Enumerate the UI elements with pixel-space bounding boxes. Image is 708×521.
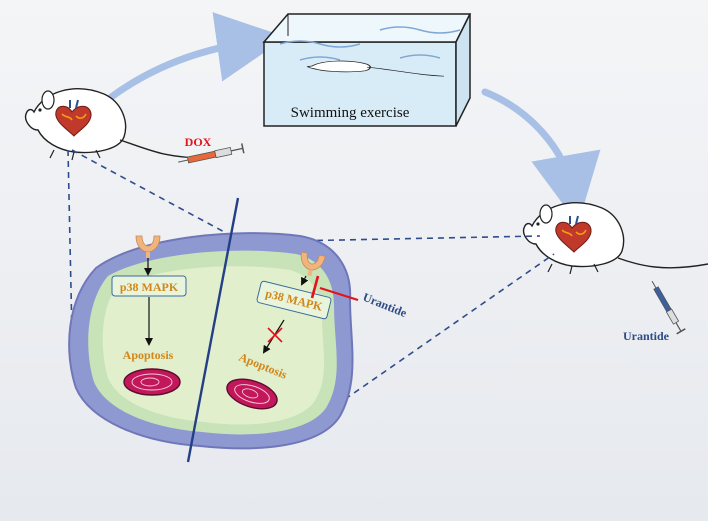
mouse-tail-right xyxy=(617,257,708,269)
water-tank-icon xyxy=(262,13,472,127)
p38-box-left xyxy=(111,275,187,297)
receptor-icon-left xyxy=(135,235,161,258)
inhibition-line xyxy=(319,286,359,302)
block-x-icon xyxy=(267,327,283,343)
syringe-icon-left xyxy=(178,143,245,164)
apoptotic-cell-icon-left xyxy=(123,368,181,396)
apoptotic-cell-icon-right xyxy=(226,378,278,410)
syringe-icon-right xyxy=(651,280,686,335)
arrow-receptor-to-p38-right xyxy=(301,275,309,286)
p38-label-left: p38 MAPK xyxy=(120,280,179,294)
apoptosis-label-left: Apoptosis xyxy=(123,348,174,362)
dox-label: DOX xyxy=(185,135,212,149)
divider-line xyxy=(186,197,240,463)
zoom-lines xyxy=(67,149,555,419)
urantide-mouse-label: Urantide xyxy=(623,329,670,343)
swimming-label: Swimming exercise xyxy=(291,105,410,121)
urantide-cell-label: Urantide xyxy=(361,290,410,320)
swimming-mouse-icon xyxy=(306,60,445,77)
flow-arrow-to-mouse xyxy=(481,88,601,225)
inhibition-bar xyxy=(310,275,320,299)
receptor-icon-right xyxy=(300,251,326,277)
flow-arrow-to-tank xyxy=(91,12,287,114)
